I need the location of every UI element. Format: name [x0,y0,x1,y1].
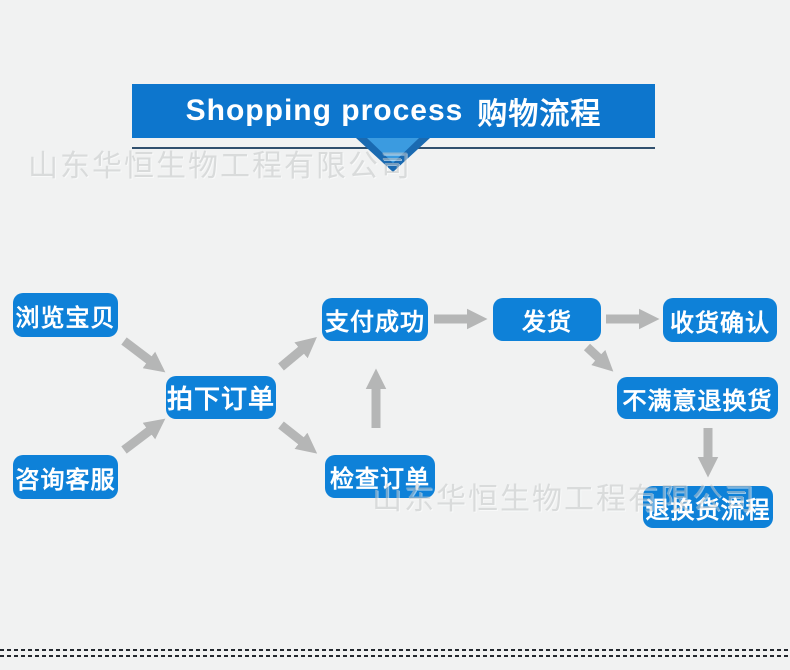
flow-node-browse-items: 浏览宝贝 [13,293,118,337]
arrow-ship-to-unsatisfied [583,343,614,372]
flow-node-payment-success: 支付成功 [322,298,428,341]
arrow-order-to-payment [278,337,317,371]
flow-node-place-order: 拍下订单 [166,376,276,419]
banner-title-en: Shopping process [185,94,464,127]
arrow-order-to-check [278,421,318,454]
flow-node-ship-goods: 发货 [493,298,601,341]
flow-node-consult-service: 咨询客服 [13,455,118,499]
flow-node-unsatisfied-return: 不满意退换货 [617,377,778,419]
arrow-consult-to-order [121,418,166,454]
bottom-dashed-line-2 [0,655,790,657]
arrow-browse-to-order [121,337,166,373]
bottom-dashed-line-1 [0,649,790,651]
flow-node-confirm-receipt: 收货确认 [663,298,777,342]
flow-node-check-order: 检查订单 [325,455,435,498]
flow-node-return-process: 退换货流程 [643,486,773,528]
title-banner: Shopping process 购物流程 [132,84,655,138]
banner-title-zh: 购物流程 [477,98,602,131]
